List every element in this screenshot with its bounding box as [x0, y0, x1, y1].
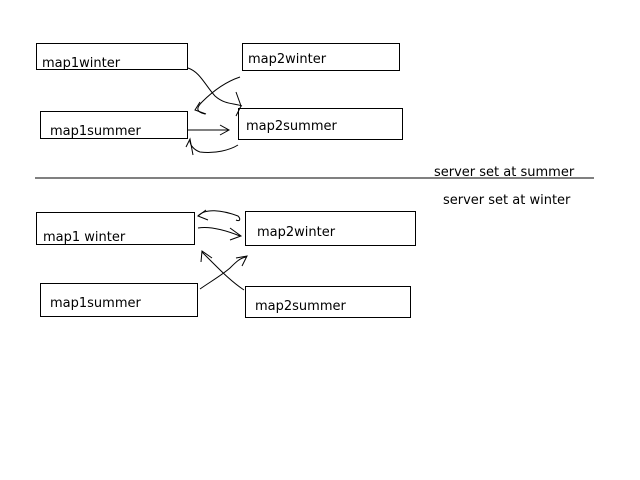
bottom-arrowhead-up-left — [200, 250, 213, 263]
bottom-curve-winter-loop-top — [197, 210, 241, 222]
top-map2summer-box — [238, 108, 403, 140]
top-map1summer-label: map1summer — [50, 124, 141, 139]
bottom-arrowhead-map2winter — [229, 227, 243, 241]
bottom-arrowhead-loop-left — [196, 209, 209, 221]
bottom-map1winter-label: map1 winter — [43, 230, 126, 245]
top-curve-return — [189, 140, 239, 153]
top-map2winter-box — [242, 43, 400, 71]
top-curve-map2winter-to-map1summer — [197, 76, 241, 115]
top-arrowhead-map1summer — [194, 101, 207, 115]
top-arrowhead-return — [185, 137, 194, 156]
bottom-curve-winter-to-winter — [197, 227, 241, 237]
top-map1winter-box — [36, 43, 188, 70]
top-map1summer-box — [40, 111, 188, 139]
server-summer-caption: server set at summer — [434, 165, 575, 180]
bottom-map1summer-box — [40, 283, 198, 317]
top-curve-map1winter-to-map2summer — [187, 67, 243, 107]
bottom-map2winter-label: map2winter — [257, 225, 336, 240]
bottom-map2winter-box — [245, 211, 416, 246]
top-map1winter-label: map1winter — [42, 56, 121, 71]
top-arrowhead-straight — [219, 124, 231, 136]
bottom-map1summer-label: map1summer — [50, 296, 141, 311]
bottom-map2summer-box — [245, 286, 411, 318]
top-map2summer-label: map2summer — [246, 119, 337, 134]
bottom-map2summer-label: map2summer — [255, 299, 346, 314]
server-winter-caption: server set at winter — [443, 193, 571, 208]
bottom-curve-winter-to-summer — [201, 251, 245, 291]
top-map2winter-label: map2winter — [248, 52, 327, 67]
bottom-arrowhead-up-right — [235, 255, 248, 267]
bottom-map1winter-box — [36, 212, 195, 245]
bottom-curve-summer-to-winter — [199, 256, 247, 290]
